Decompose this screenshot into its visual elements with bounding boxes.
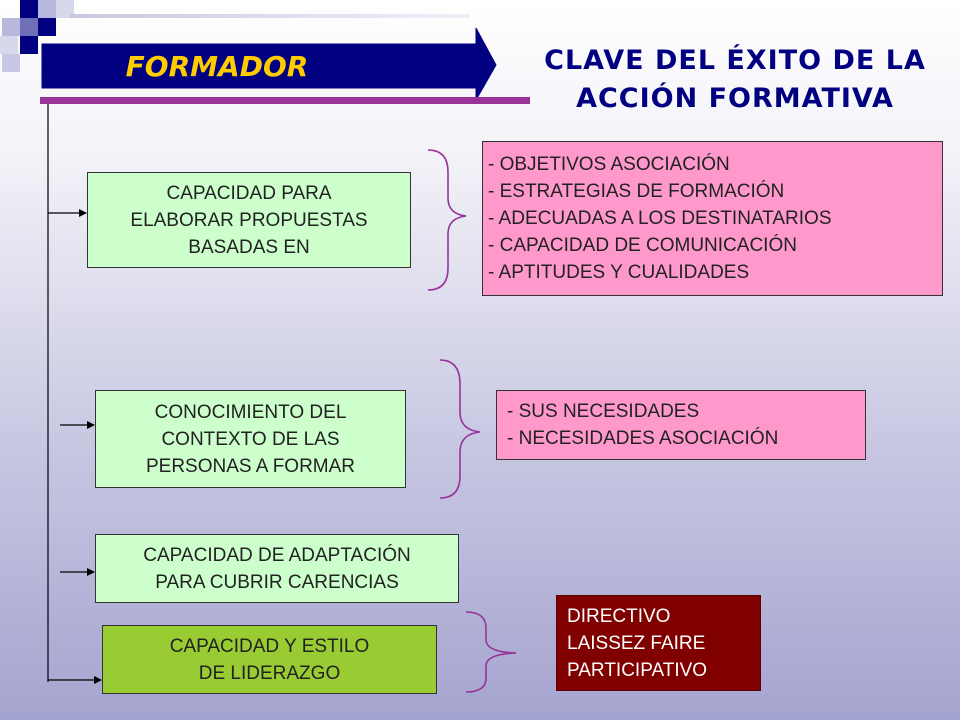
decor-square: [38, 0, 56, 18]
formador-label: FORMADOR: [125, 49, 309, 83]
box-capacidad-liderazgo: CAPACIDAD Y ESTILO DE LIDERAZGO: [102, 625, 437, 694]
detail-item: DIRECTIVO: [567, 605, 671, 627]
page-title: CLAVE DEL ÉXITO DE LA ACCIÓN FORMATIVA: [500, 42, 960, 118]
box-line: CONTEXTO DE LAS: [161, 428, 340, 450]
box-line: BASADAS EN: [188, 236, 310, 258]
decor-square: [20, 36, 38, 54]
decor-square: [2, 18, 20, 36]
top-thin-line: [70, 14, 470, 18]
detail-item: LAISSEZ FAIRE: [567, 632, 706, 654]
box-line: PARA CUBRIR CARENCIAS: [155, 571, 399, 593]
title-line-1: CLAVE DEL ÉXITO DE LA: [544, 45, 926, 76]
box-line: PERSONAS A FORMAR: [145, 455, 356, 477]
decor-square: [0, 36, 18, 54]
box-line: CAPACIDAD DE ADAPTACIÓN: [143, 544, 411, 566]
box-capacidad-propuestas: CAPACIDAD PARA ELABORAR PROPUESTAS BASAD…: [87, 172, 411, 268]
detail-item: - NECESIDADES ASOCIACIÓN: [507, 428, 779, 449]
box-line: CAPACIDAD PARA: [166, 182, 332, 204]
details-conocimiento: - SUS NECESIDADES - NECESIDADES ASOCIACI…: [496, 390, 866, 460]
formador-arrow-shape: [41, 27, 497, 102]
detail-item: PARTICIPATIVO: [567, 659, 708, 681]
bracket-conocimiento: [439, 359, 481, 499]
box-line: CONOCIMIENTO DEL: [154, 401, 347, 423]
details-propuestas: - OBJETIVOS ASOCIACIÓN - ESTRATEGIAS DE …: [482, 141, 943, 296]
box-conocimiento-contexto: CONOCIMIENTO DEL CONTEXTO DE LAS PERSONA…: [95, 390, 406, 488]
decor-square: [20, 18, 38, 36]
detail-item: - SUS NECESIDADES: [507, 401, 700, 422]
box-line: DE LIDERAZGO: [198, 662, 341, 684]
decor-square: [20, 0, 38, 18]
detail-item: - OBJETIVOS ASOCIACIÓN: [488, 154, 730, 175]
decor-square: [2, 54, 20, 72]
box-capacidad-adaptacion: CAPACIDAD DE ADAPTACIÓN PARA CUBRIR CARE…: [95, 534, 459, 603]
title-line-2: ACCIÓN FORMATIVA: [576, 83, 894, 114]
box-line: CAPACIDAD Y ESTILO: [169, 635, 370, 657]
detail-item: - ESTRATEGIAS DE FORMACIÓN: [488, 181, 785, 202]
decor-square: [38, 18, 56, 36]
purple-underline: [40, 97, 530, 104]
detail-item: - CAPACIDAD DE COMUNICACIÓN: [488, 235, 797, 256]
box-line: ELABORAR PROPUESTAS: [130, 209, 368, 231]
detail-item: - ADECUADAS A LOS DESTINATARIOS: [488, 208, 832, 229]
bracket-propuestas: [427, 149, 467, 291]
bracket-liderazgo: [465, 611, 517, 693]
decor-square: [56, 0, 74, 18]
details-liderazgo: DIRECTIVO LAISSEZ FAIRE PARTICIPATIVO: [556, 595, 761, 691]
detail-item: - APTITUDES Y CUALIDADES: [488, 262, 750, 283]
